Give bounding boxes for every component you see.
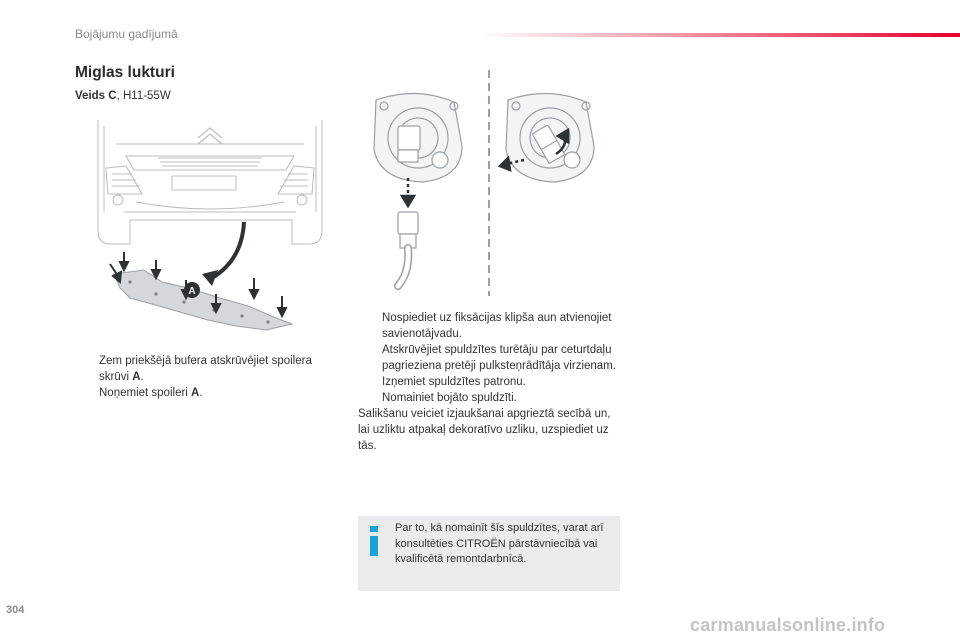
- left-step-1: Zem priekšējā bufera atskrūvējiet spoile…: [99, 355, 312, 383]
- right-step-3: Izņemiet spuldzītes patronu.: [382, 376, 526, 388]
- section-header: Bojājumu gadījumā: [75, 27, 178, 41]
- info-text: Par to, kā nomainīt šīs spuldzītes, vara…: [395, 522, 604, 565]
- right-step-1: Nospiediet uz fiksācijas klipša aun atvi…: [382, 312, 612, 340]
- info-icon: [370, 526, 378, 556]
- bulb-type-line: Veids C, H11-55W: [75, 90, 171, 102]
- left-instructions: Zem priekšējā bufera atskrūvējiet spoile…: [75, 353, 330, 401]
- left-step-2: Noņemiet spoileri A.: [99, 387, 203, 399]
- page-number: 304: [6, 604, 25, 616]
- page-title: Miglas lukturi: [75, 64, 175, 81]
- watermark: carmanualsonline.info: [690, 615, 886, 635]
- right-step-4: Nomainiet bojāto spuldzīti.: [382, 392, 517, 404]
- fog-lamp-bulb-illustration: [373, 70, 595, 296]
- header-accent-rule: [480, 33, 960, 37]
- info-box: Par to, kā nomainīt šīs spuldzītes, vara…: [358, 516, 620, 591]
- bulb-type-spec: , H11-55W: [116, 90, 171, 102]
- bumper-spoiler-illustration: A: [97, 120, 323, 331]
- callout-a: A: [188, 286, 195, 297]
- right-step-2: Atskrūvējiet spuldzītes turētāju par cet…: [382, 344, 616, 372]
- bulb-type-label: Veids C: [75, 90, 117, 102]
- reassembly-note: Salikšanu veiciet izjaukšanai apgrieztā …: [358, 408, 611, 452]
- right-instructions: Nospiediet uz fiksācijas klipša aun atvi…: [358, 310, 623, 454]
